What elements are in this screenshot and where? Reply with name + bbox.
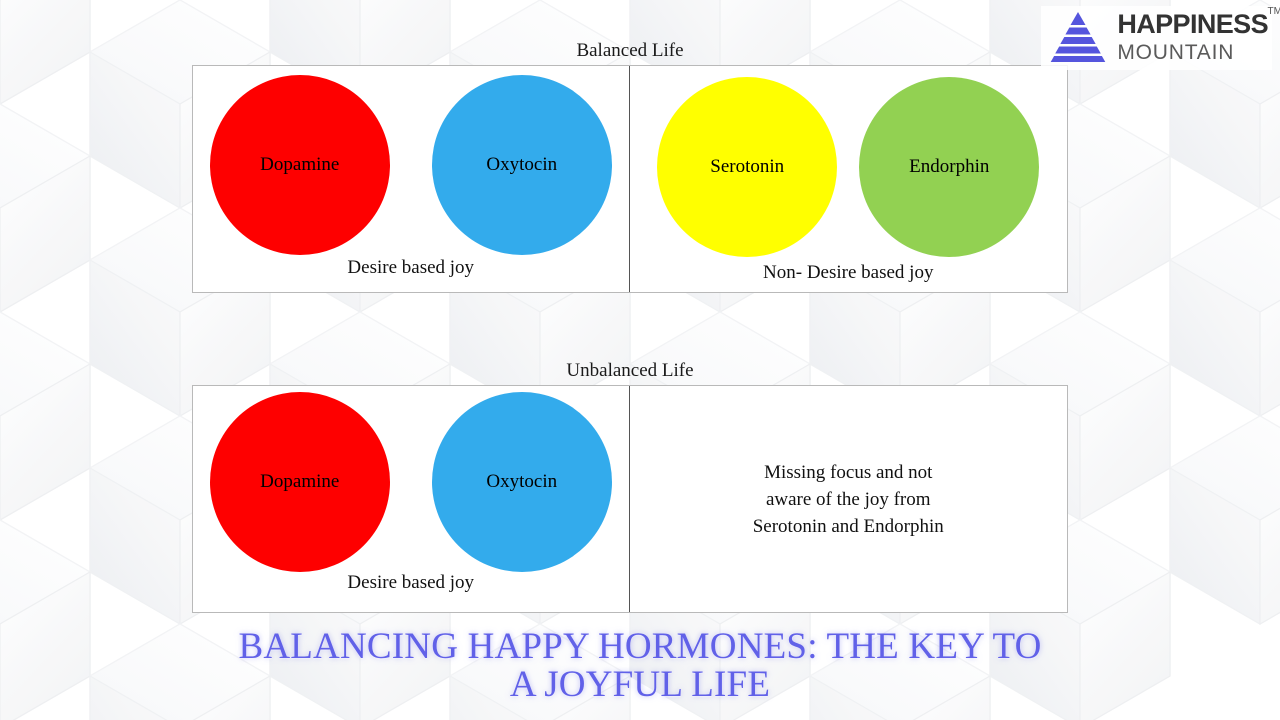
caption-non-desire-based-joy: Non- Desire based joy <box>763 262 934 283</box>
circle-dopamine: Dopamine <box>209 392 390 572</box>
circle-oxytocin: Oxytocin <box>431 74 612 255</box>
circle-label-dopamine: Dopamine <box>260 153 340 175</box>
panel-half-missing-focus-note: Missing focus and not aware of the joy f… <box>630 386 1068 612</box>
panel-half-desire-based: Dopamine Oxytocin Desire based joy <box>193 66 629 292</box>
circle-row-desire-unbalanced: Dopamine Oxytocin <box>193 386 629 572</box>
circle-label-oxytocin: Oxytocin <box>486 471 558 492</box>
panel-half-non-desire-based: Serotonin Endorphin Non- Desire based jo… <box>630 66 1068 292</box>
note-missing-focus: Missing focus and not aware of the joy f… <box>733 459 964 540</box>
brand-logo: HAPPINESS TM MOUNTAIN <box>1041 6 1280 70</box>
circle-row-non-desire: Serotonin Endorphin <box>630 66 1068 262</box>
note-line-1: Missing focus and not <box>764 461 933 483</box>
caption-desire-based-joy: Desire based joy <box>347 257 475 278</box>
pyramid-logo-icon <box>1051 12 1106 62</box>
brand-wordmark: HAPPINESS TM MOUNTAIN <box>1117 7 1280 64</box>
caption-desire-based-joy: Desire based joy <box>347 572 475 593</box>
note-line-3: Serotonin and Endorphin <box>752 515 944 537</box>
circle-oxytocin: Oxytocin <box>431 392 612 572</box>
circle-serotonin: Serotonin <box>657 77 838 257</box>
note-line-2: aware of the joy from <box>765 488 931 510</box>
section-heading-unbalanced: Unbalanced Life <box>566 360 694 381</box>
panel-unbalanced-life: Dopamine Oxytocin Desire based joy Missi… <box>192 385 1068 613</box>
circle-endorphin: Endorphin <box>859 77 1040 257</box>
circle-label-dopamine: Dopamine <box>260 471 340 492</box>
brand-name-secondary: MOUNTAIN <box>1117 41 1235 64</box>
section-unbalanced-life: Unbalanced Life Dopamine Oxytocin Desire… <box>192 360 1068 613</box>
section-heading-balanced: Balanced Life <box>576 40 684 61</box>
section-balanced-life: Balanced Life Dopamine Oxytocin Desire b… <box>192 40 1068 293</box>
trademark-symbol: TM <box>1267 6 1280 17</box>
circle-label-serotonin: Serotonin <box>710 156 785 177</box>
circle-label-endorphin: Endorphin <box>909 156 990 177</box>
page-title: BALANCING HAPPY HORMONES: THE KEY TO A J… <box>0 628 1280 704</box>
panel-half-desire-based-unbalanced: Dopamine Oxytocin Desire based joy <box>193 386 629 612</box>
circle-row-desire: Dopamine Oxytocin <box>193 66 629 257</box>
page-title-line-2: A JOYFUL LIFE <box>509 664 771 705</box>
circle-dopamine: Dopamine <box>209 74 390 255</box>
page-title-line-1: BALANCING HAPPY HORMONES: THE KEY TO <box>238 626 1042 667</box>
panel-balanced-life: Dopamine Oxytocin Desire based joy Serot… <box>192 65 1068 293</box>
circle-label-oxytocin: Oxytocin <box>486 153 558 175</box>
brand-name-primary: HAPPINESS <box>1117 9 1268 39</box>
